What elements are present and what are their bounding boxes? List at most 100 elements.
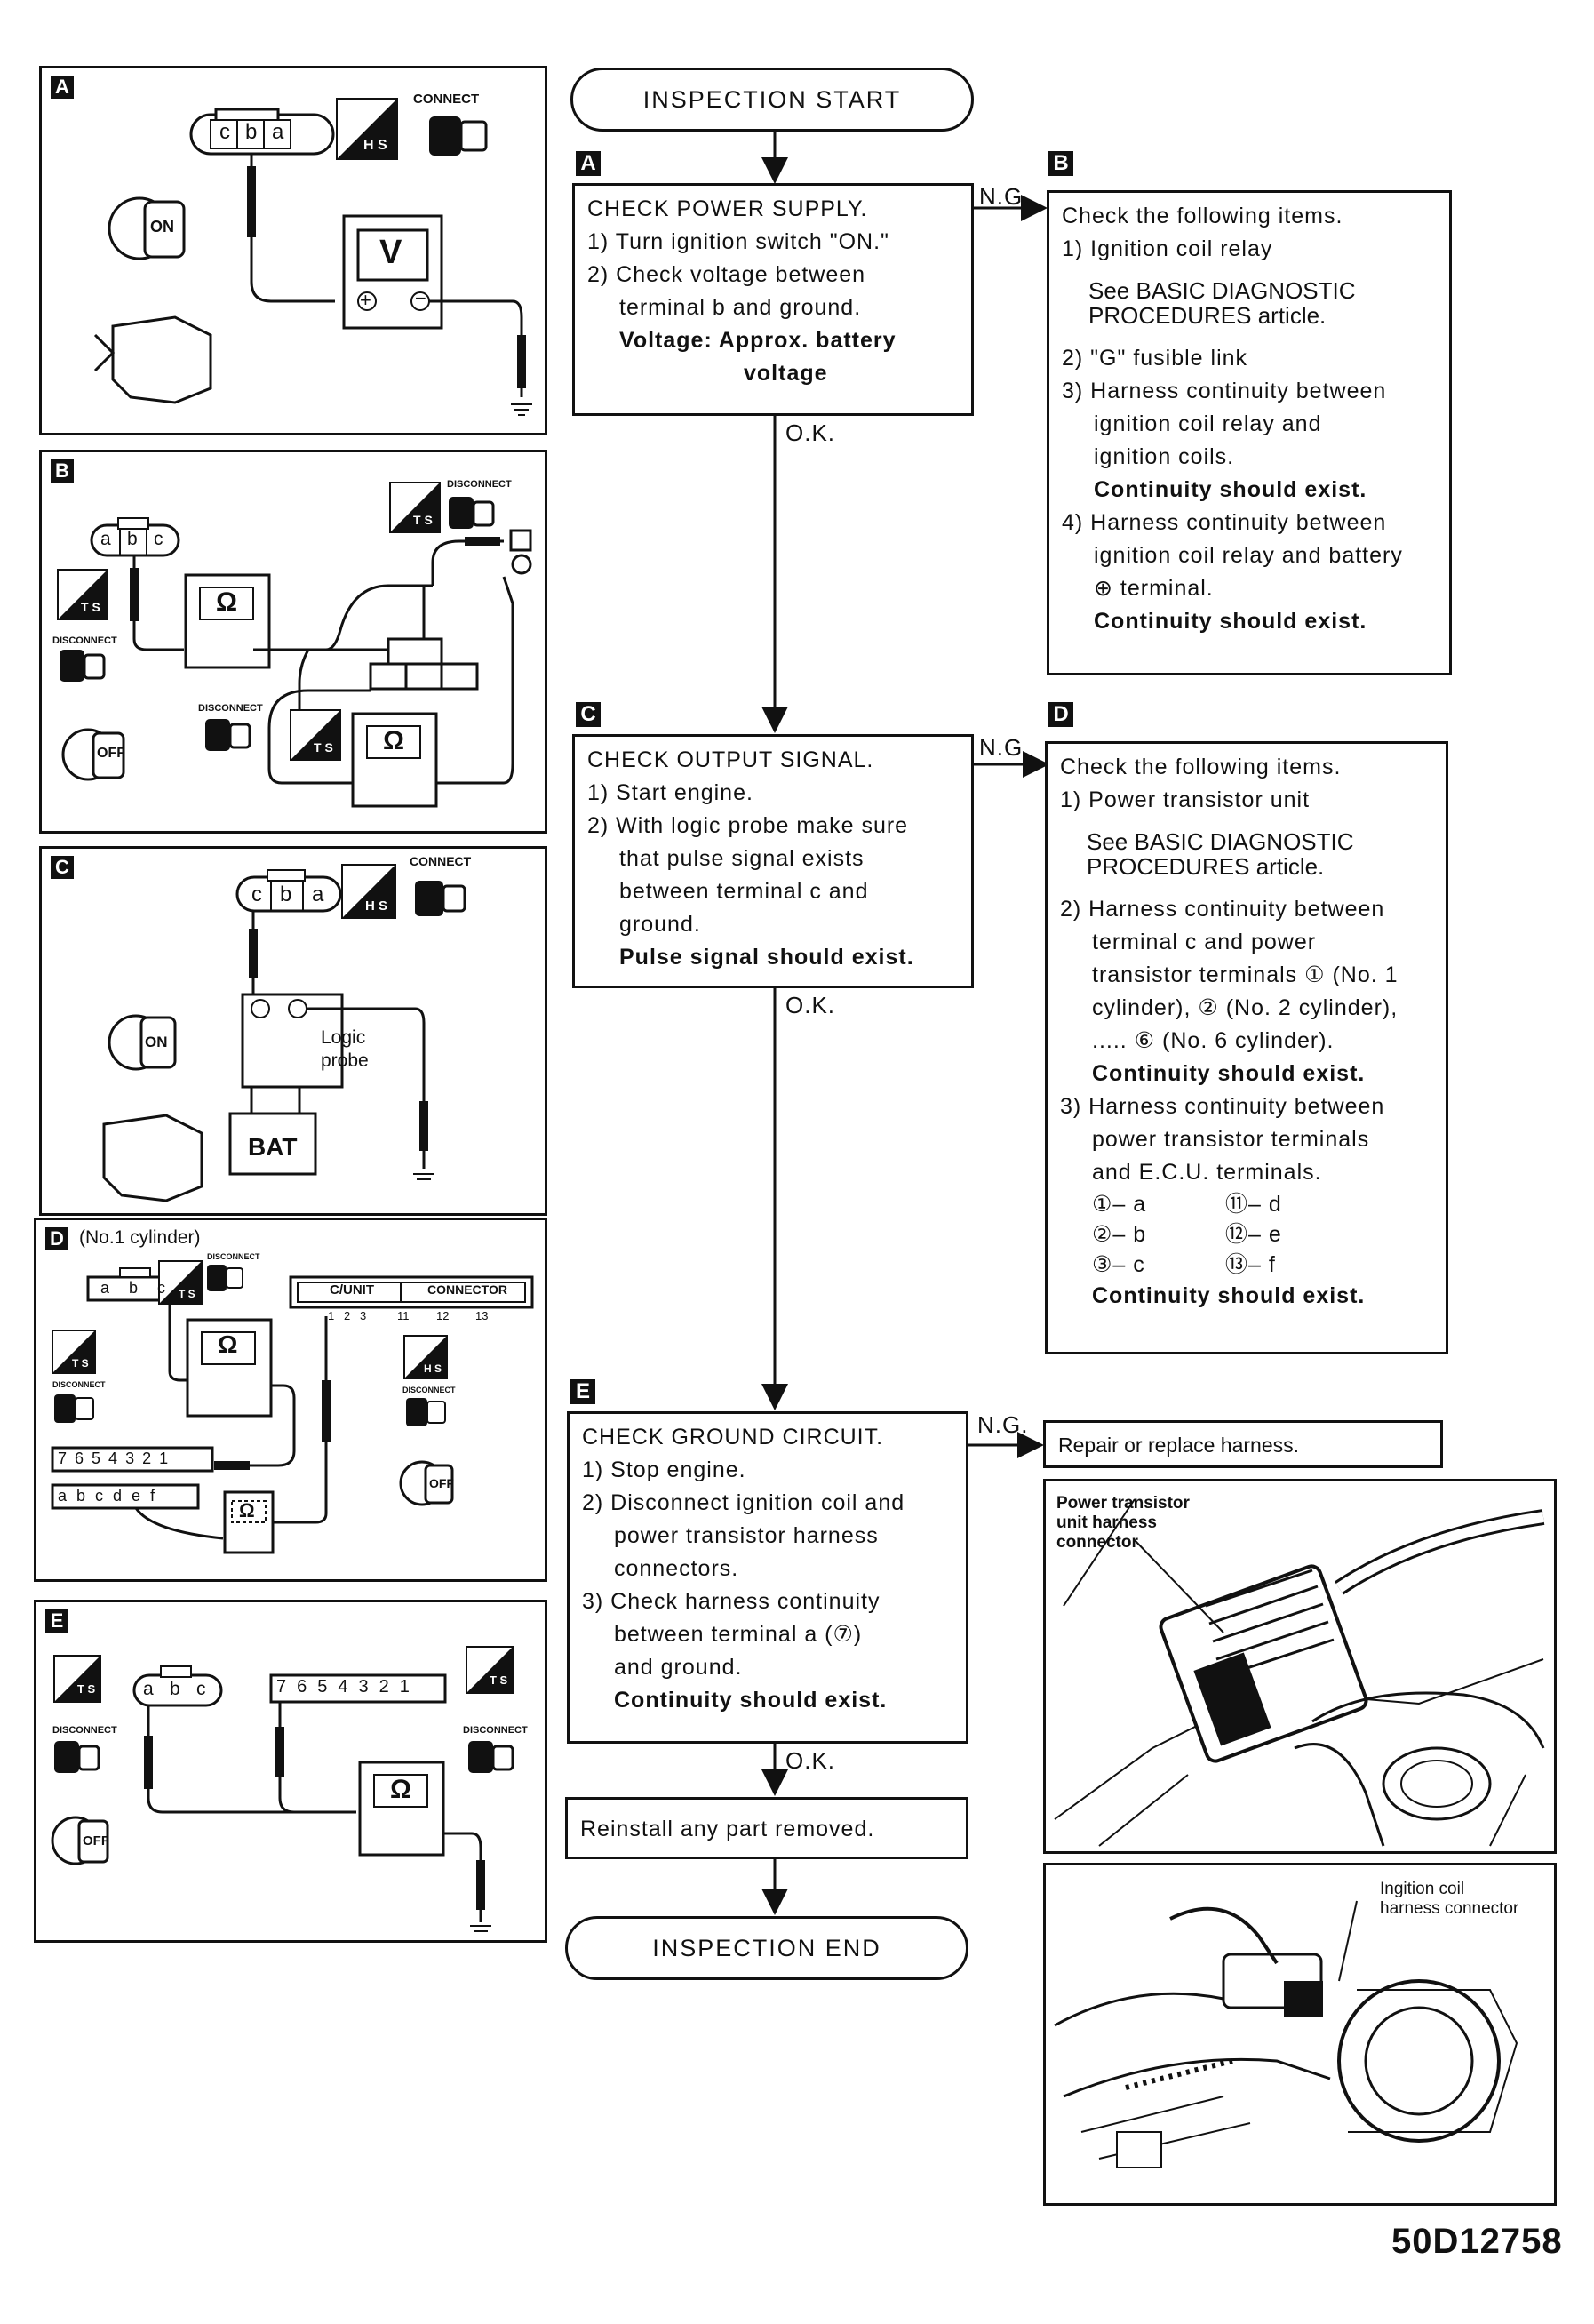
ignition-off-label: OFF [97,746,125,761]
disconnect-label-3: DISCONNECT [402,1386,456,1394]
ecu-pin-f: f [150,1487,165,1505]
step-b-line3b: ignition coil relay and [1094,411,1322,436]
ignition-coil-photo: Ingition coil harness connector [1043,1863,1557,2206]
panel-e-wiring [51,1646,514,1932]
step-e-line5: 3) Check harness continuity [582,1589,881,1614]
step-d-line2b: terminal c and power [1092,930,1317,954]
pt-connector-pins: 7654321 [276,1677,420,1697]
power-transistor-photo: Power transistor unit harness connector [1043,1479,1557,1854]
connect-label: CONNECT [413,92,480,107]
step-b-tag: B [1048,151,1073,176]
document-id: 50D12758 [1391,2222,1563,2261]
step-b-note: See BASIC DIAGNOSTIC PROCEDURES article. [1062,266,1437,342]
pt-pin-5: 5 [92,1450,109,1467]
step-b-line4c: ⊕ terminal. [1094,576,1214,601]
step-b-line3: 3) Harness continuity between [1062,379,1387,403]
step-e-line1: 1) Stop engine. [582,1457,746,1482]
pin-12: 12 [436,1309,450,1322]
step-a-line3: terminal b and ground. [619,295,862,320]
cconnector-label: CONNECTOR [427,1282,507,1297]
map-1-a: ①– a [1092,1192,1147,1217]
ng-label-e: N.G. [977,1411,1029,1438]
step-c-line1: 1) Start engine. [587,780,753,805]
step-d-line3d: Continuity should exist. [1092,1283,1366,1308]
step-d-line3b: power transistor terminals [1092,1127,1370,1152]
map-3-c: ③– c [1092,1252,1145,1277]
terminal-map-row3: ③– c ⑬– f [1060,1250,1433,1280]
step-d-line2: 2) Harness continuity between [1060,897,1385,922]
step-d-note2: PROCEDURES article. [1087,853,1325,880]
disconnect-label: DISCONNECT [52,1725,117,1736]
connector-pin-b: b [129,1279,139,1297]
pt-pin-7: 7 [276,1677,298,1697]
step-c-line4: between terminal c and [619,879,869,904]
repair-box: Repair or replace harness. [1043,1420,1443,1468]
step-b-line4: 4) Harness continuity between [1062,510,1387,535]
step-b-line4b: ignition coil relay and battery [1094,543,1403,568]
step-d-note: See BASIC DIAGNOSTIC PROCEDURES article. [1060,817,1433,893]
connector-pin-c: c [196,1679,206,1699]
reinstall-box: Reinstall any part removed. [565,1797,968,1859]
step-d-line2f: Continuity should exist. [1092,1061,1366,1086]
pt-pin-1: 1 [399,1677,420,1697]
step-e-title: CHECK GROUND CIRCUIT. [582,1425,884,1450]
step-c-line2: 2) With logic probe make sure [587,813,909,838]
pt-pin-2: 2 [379,1677,400,1697]
step-a-line1: 1) Turn ignition switch "ON." [587,229,889,254]
ts-label: T S [179,1288,195,1300]
step-d-line3c: and E.C.U. terminals. [1092,1160,1322,1185]
map-13-f: ⑬– f [1225,1252,1276,1277]
connect-label: CONNECT [410,854,472,868]
ok-label-c: O.K. [785,992,836,1018]
ecu-connector-pins: abcdef [58,1487,164,1505]
panel-b: B [39,450,547,834]
ecu-pin-e: e [132,1487,151,1505]
ts-label: T S [77,1682,96,1696]
panel-c-tag: C [51,856,74,879]
ecu-pin-d: d [113,1487,132,1505]
panel-e-tag: E [45,1609,68,1633]
panel-c: C c b a Logic probe BAT ON H S CONNE [39,846,547,1216]
pin-1: 1 [328,1309,335,1322]
ecu-pin-b: b [76,1487,96,1505]
step-b-note2: PROCEDURES article. [1088,302,1327,329]
step-e-line7: and ground. [614,1655,743,1680]
ohmmeter-label: Ω [390,1775,412,1804]
step-c-line5: ground. [619,912,701,937]
panel-e: E a b c 7654321 Ω DISCONNECT DISCONNE [34,1600,547,1943]
step-b-line1: 1) Ignition coil relay [1062,236,1273,261]
step-a-box: CHECK POWER SUPPLY. 1) Turn ignition swi… [572,183,974,416]
step-b-line3c: ignition coils. [1094,444,1235,469]
ignition-on-label: ON [150,218,174,236]
step-b-line3d: Continuity should exist. [1094,477,1367,502]
cunit-label: C/UNIT [330,1282,374,1298]
step-a-tag: A [576,151,601,176]
connector-pin-b: b [280,882,292,906]
ts-label: T S [413,513,433,527]
step-d-box: Check the following items. 1) Power tran… [1045,741,1448,1354]
connector-pin-c: c [251,882,262,906]
ic-caption-line2: harness connector [1380,1899,1519,1918]
inspection-end: INSPECTION END [565,1916,968,1980]
connector-pin-a: a [312,882,324,906]
hs-label: H S [424,1362,442,1375]
terminal-map-row1: ①– a ⑪– d [1060,1189,1433,1219]
hs-label: H S [363,138,387,153]
pt-pin-7: 7 [58,1450,76,1467]
disconnect-label: DISCONNECT [207,1252,260,1261]
panel-d-wiring [51,1260,534,1554]
ecu-pin-a: a [58,1487,77,1505]
step-a-line2: 2) Check voltage between [587,262,866,287]
ohmmeter-label-2: Ω [239,1499,255,1521]
power-transistor-illustration [1054,1498,1545,1847]
connector-pin-c: c [157,1279,165,1297]
step-c-box: CHECK OUTPUT SIGNAL. 1) Start engine. 2)… [572,734,974,988]
step-d-tag: D [1048,702,1073,727]
pt-pin-5: 5 [317,1677,339,1697]
step-e-tag: E [570,1379,595,1404]
map-12-e: ⑫– e [1225,1222,1282,1247]
map-11-d: ⑪– d [1225,1192,1282,1217]
step-e-line3: power transistor harness [614,1523,879,1548]
ic-caption-line1: Ingition coil [1380,1880,1465,1898]
step-e-line4: connectors. [614,1556,739,1581]
